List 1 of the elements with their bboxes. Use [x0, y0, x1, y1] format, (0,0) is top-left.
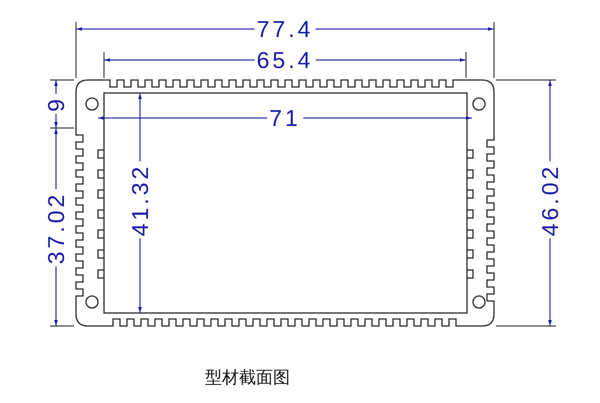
caption: 型材截面图 — [205, 367, 290, 389]
